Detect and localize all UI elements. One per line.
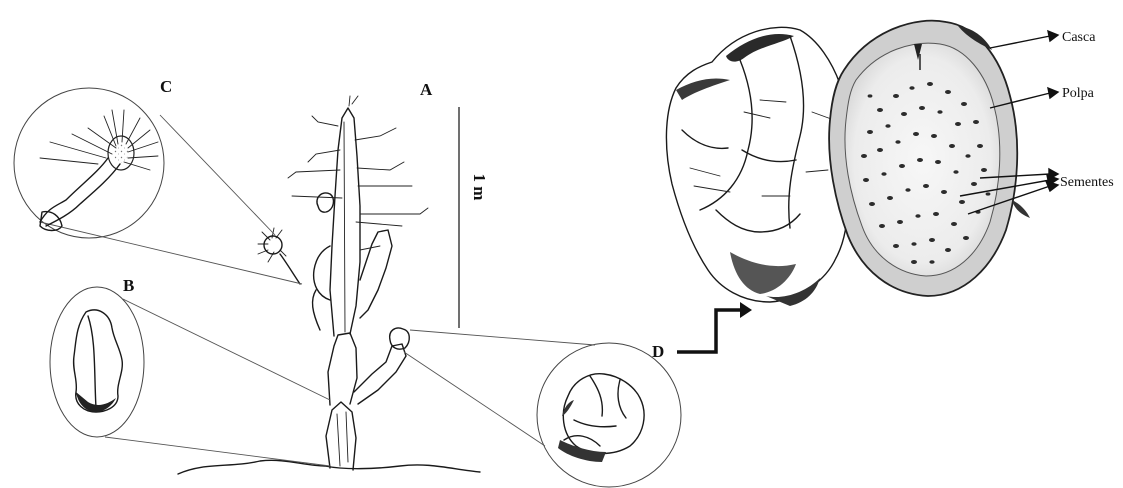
panel-label-d: D [652, 342, 664, 361]
arrow-d-to-fruit [677, 302, 752, 352]
right-branch [354, 344, 406, 404]
whole-pitaya-fruit [666, 27, 847, 306]
scale-bar-label: 1 m [470, 174, 489, 201]
label-pulp: Polpa [1062, 86, 1095, 101]
panel-label-b: B [123, 276, 134, 295]
scale-bar: 1 m [459, 107, 489, 328]
panel-label-c: C [160, 77, 172, 96]
left-branch [314, 246, 330, 300]
pitaya-cross-section [829, 21, 1030, 296]
panel-label-a: A [420, 80, 433, 99]
detail-b-stem-segment [50, 287, 330, 466]
cactus-plant [178, 96, 480, 474]
flower-bud [390, 328, 410, 349]
trunk-lower [326, 402, 356, 470]
label-peel: Casca [1062, 30, 1096, 45]
label-seeds: Sementes [1060, 175, 1114, 190]
detail-d-bud [404, 330, 681, 487]
small-flower-on-plant [258, 228, 300, 284]
right-segment [360, 230, 392, 318]
trunk-middle [328, 333, 357, 405]
detail-c-flower [14, 88, 302, 284]
